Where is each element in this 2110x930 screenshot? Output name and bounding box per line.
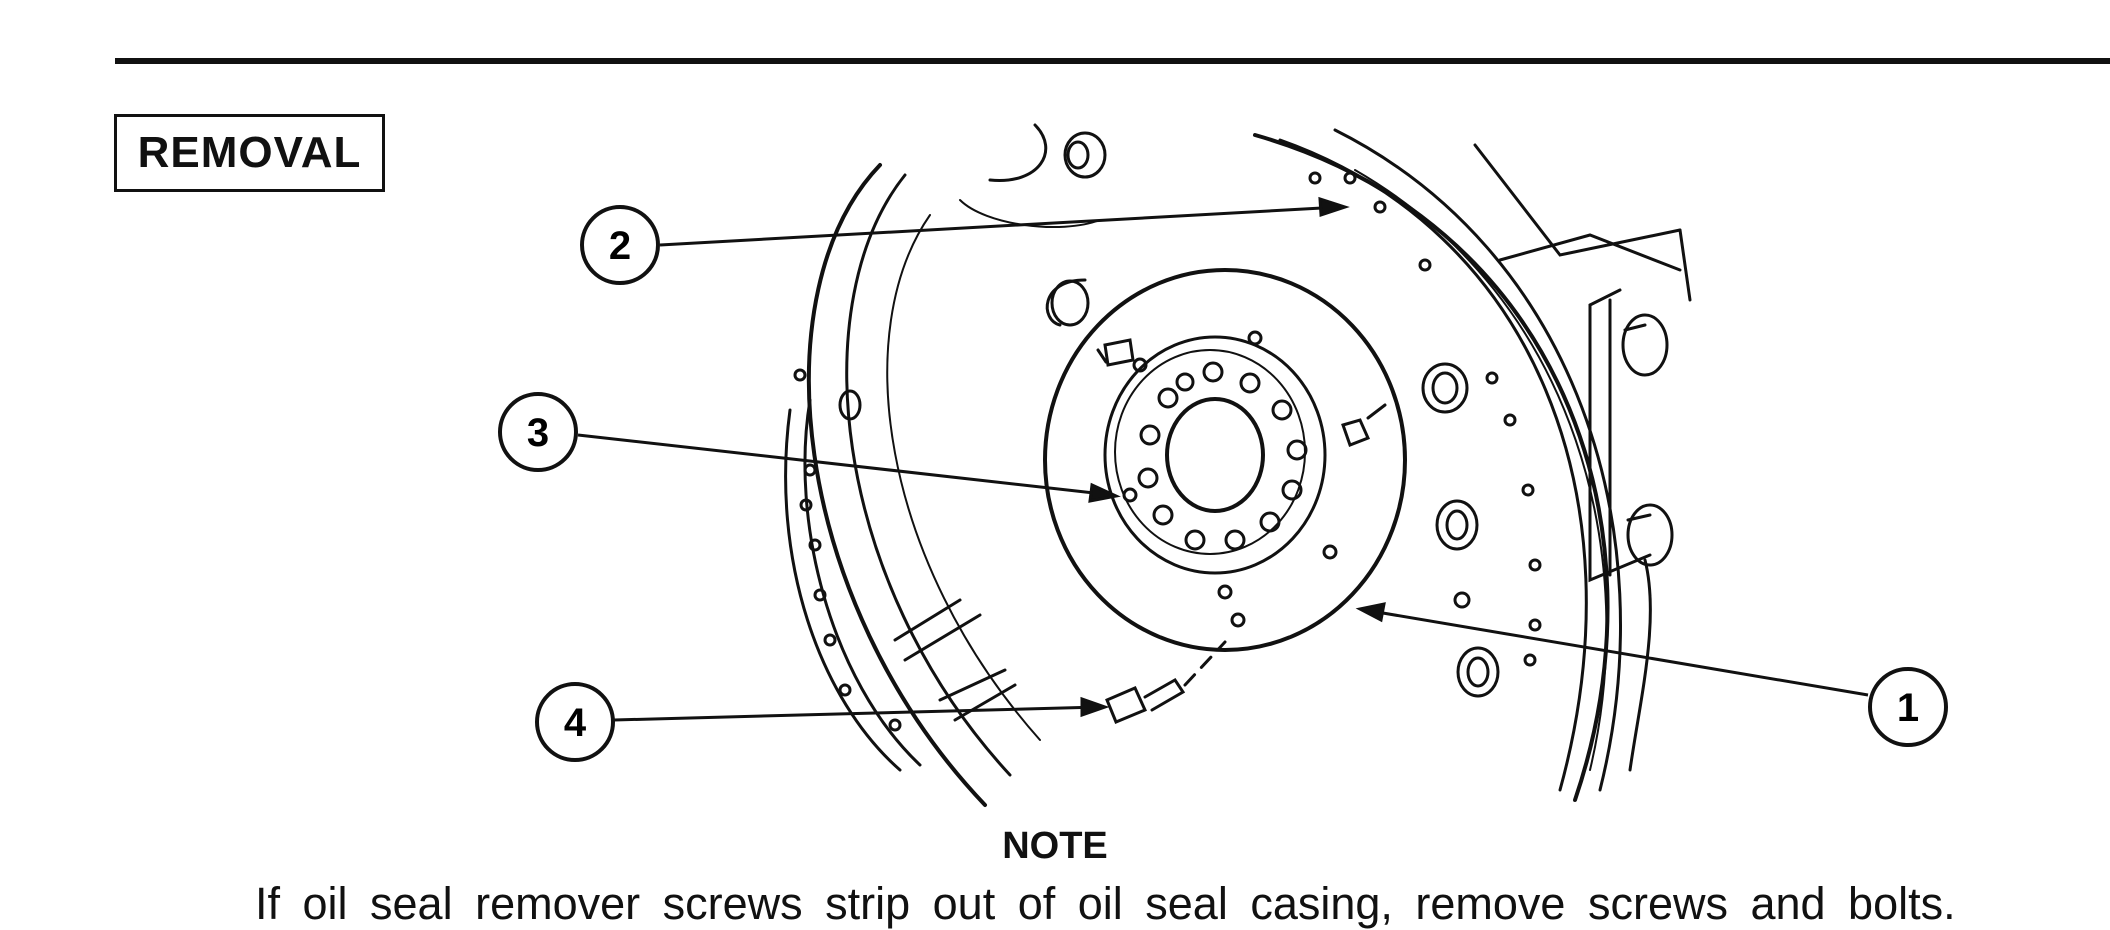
removal-heading: REMOVAL — [137, 128, 362, 177]
header-rule — [115, 58, 2110, 64]
callout-3: 3 — [498, 392, 578, 472]
illustration-linework — [784, 123, 1692, 807]
callout-1-number: 1 — [1897, 686, 1919, 730]
note-text: If oil seal remover screws strip out of … — [255, 878, 1956, 929]
callout-2: 2 — [580, 205, 660, 285]
callout-1: 1 — [1868, 667, 1948, 747]
callout-leaders — [577, 196, 1869, 722]
removal-heading-box: REMOVAL — [114, 114, 385, 192]
callout-2-number: 2 — [609, 224, 631, 268]
callout-4: 4 — [535, 682, 615, 762]
callout-4-number: 4 — [564, 701, 587, 745]
note-heading: NOTE — [1002, 825, 1108, 867]
callout-3-number: 3 — [527, 411, 549, 455]
